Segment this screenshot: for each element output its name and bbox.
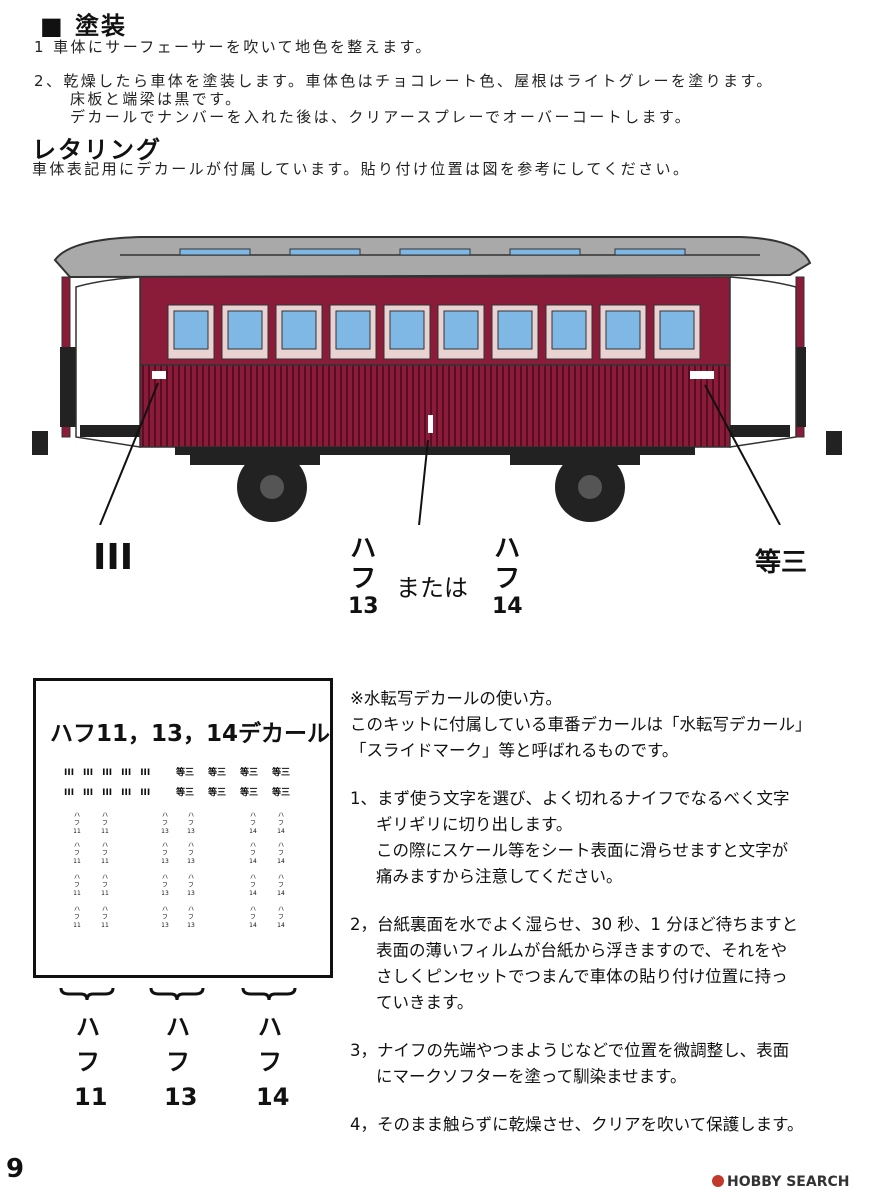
logo-mark-icon: [712, 1175, 724, 1187]
decal-class-row-1: 等三等三等三等三: [176, 768, 291, 778]
decal-sheet: [33, 678, 333, 978]
roof-vents: [179, 248, 686, 256]
painting-heading: ■ 塗装: [40, 12, 128, 40]
painting-step2a: 2、乾燥したら車体を塗装します。車体色はチョコレート色、屋根はライトグレーを塗り…: [34, 72, 774, 90]
label-class-three: 等三: [755, 548, 808, 578]
coach-diagram: [32, 236, 842, 525]
hobby-search-logo: HOBBY SEARCH: [712, 1174, 849, 1190]
label-hafu-13: ハ フ 13: [348, 534, 379, 619]
brace-group: [59, 987, 297, 1001]
brace-icon: [59, 987, 115, 1001]
lettering-text: 車体表記用にデカールが付属しています。貼り付け位置は図を参考にしてください。: [32, 160, 691, 178]
decal-sheet-title: ハフ11，13，14デカール: [50, 721, 331, 747]
painting-step1: 1 車体にサーフェーサーを吹いて地色を整えます。: [34, 38, 433, 56]
leader-center: [418, 439, 429, 525]
label-hafu-14: ハ フ 14: [492, 534, 523, 619]
label-roman-three: III: [93, 537, 134, 578]
label-or: または: [396, 574, 468, 602]
underframe: [175, 447, 695, 455]
decal-class-row-2: 等三等三等三等三: [176, 788, 291, 798]
painting-step2b: 床板と端梁は黒です。: [70, 90, 243, 108]
painting-step2c: デカールでナンバーを入れた後は、クリアースプレーでオーバーコートします。: [70, 108, 693, 126]
square-bullet-icon: ■: [40, 12, 65, 40]
brace-icon: [149, 987, 205, 1001]
buffer-right: [826, 431, 842, 455]
roof: [53, 236, 812, 279]
window-row: [167, 304, 701, 360]
lettering-heading: レタリング: [32, 136, 162, 164]
instructions: ※水転写デカールの使い方。 このキットに付属している車番デカールは「水転写デカー…: [350, 689, 812, 1134]
page-number: 9: [6, 1154, 25, 1184]
leader-right: [704, 384, 781, 525]
leader-left: [99, 382, 159, 525]
brace-icon: [241, 987, 297, 1001]
buffer-left: [32, 431, 48, 455]
lower-body-ribbed: [139, 364, 731, 448]
